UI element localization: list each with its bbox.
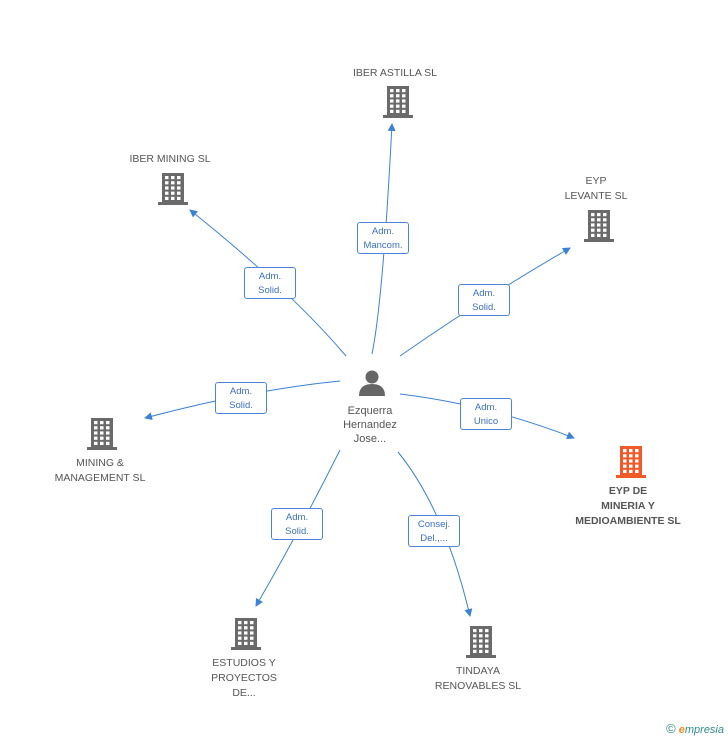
person-name-line: Hernandez <box>343 419 397 431</box>
building-icon[interactable] <box>616 446 646 478</box>
role-badge-iber-mining[interactable]: Adm. Solid. <box>244 267 296 299</box>
role-line: Consej. <box>417 519 451 530</box>
edge-iber-astilla <box>371 123 396 355</box>
company-label-iber-mining[interactable]: IBER MINING SL <box>129 153 211 165</box>
company-label-eyp-levante[interactable]: EYP LEVANTE SL <box>564 175 628 202</box>
brand-footer: ©empresia <box>666 721 724 736</box>
role-line: Adm. <box>472 288 496 299</box>
building-icon[interactable] <box>87 418 117 450</box>
role-badge-iber-astilla[interactable]: Adm. Mancom. <box>357 222 409 254</box>
building-icon[interactable] <box>383 86 413 118</box>
role-line: Solid. <box>472 302 496 313</box>
role-badge-mining-management[interactable]: Adm. Solid. <box>215 382 267 414</box>
role-line: Del.,... <box>420 533 448 544</box>
role-line: Mancom. <box>363 240 403 251</box>
company-label-eyp-mineria[interactable]: EYP DE MINERIA Y MEDIOAMBIENTE SL <box>575 485 681 527</box>
company-label-iber-astilla[interactable]: IBER ASTILLA SL <box>352 67 438 79</box>
role-line: Adm. <box>258 271 282 282</box>
company-label-mining-management[interactable]: MINING & MANAGEMENT SL <box>54 457 146 484</box>
brand-initial: e <box>678 724 685 736</box>
person-name-line: Ezquerra <box>347 405 393 417</box>
role-badge-estudios-proyectos[interactable]: Adm. Solid. <box>271 508 323 540</box>
company-label-tindaya[interactable]: TINDAYA RENOVABLES SL <box>434 665 522 692</box>
role-line: Unico <box>473 416 499 427</box>
role-line: Solid. <box>258 285 282 296</box>
role-line: Adm. <box>474 402 498 413</box>
company-label-estudios-proyectos[interactable]: ESTUDIOS Y PROYECTOS DE... <box>211 657 277 699</box>
role-line: Adm. <box>285 512 309 523</box>
role-line: Solid. <box>285 526 309 537</box>
building-icon[interactable] <box>231 618 261 650</box>
role-badge-eyp-mineria[interactable]: Adm. Unico <box>460 398 512 430</box>
role-line: Adm. <box>371 226 395 237</box>
brand-name: mpresia <box>684 724 724 736</box>
building-icon[interactable] <box>584 210 614 242</box>
copyright-icon: © <box>666 721 676 736</box>
building-icon[interactable] <box>466 626 496 658</box>
person-name-line: Jose... <box>353 433 387 445</box>
person-icon[interactable] <box>359 370 385 397</box>
role-line: Solid. <box>229 400 253 411</box>
role-badge-tindaya[interactable]: Consej. Del.,... <box>408 515 460 547</box>
building-icon[interactable] <box>158 173 188 205</box>
role-badge-eyp-levante[interactable]: Adm. Solid. <box>458 284 510 316</box>
role-line: Adm. <box>229 386 253 397</box>
